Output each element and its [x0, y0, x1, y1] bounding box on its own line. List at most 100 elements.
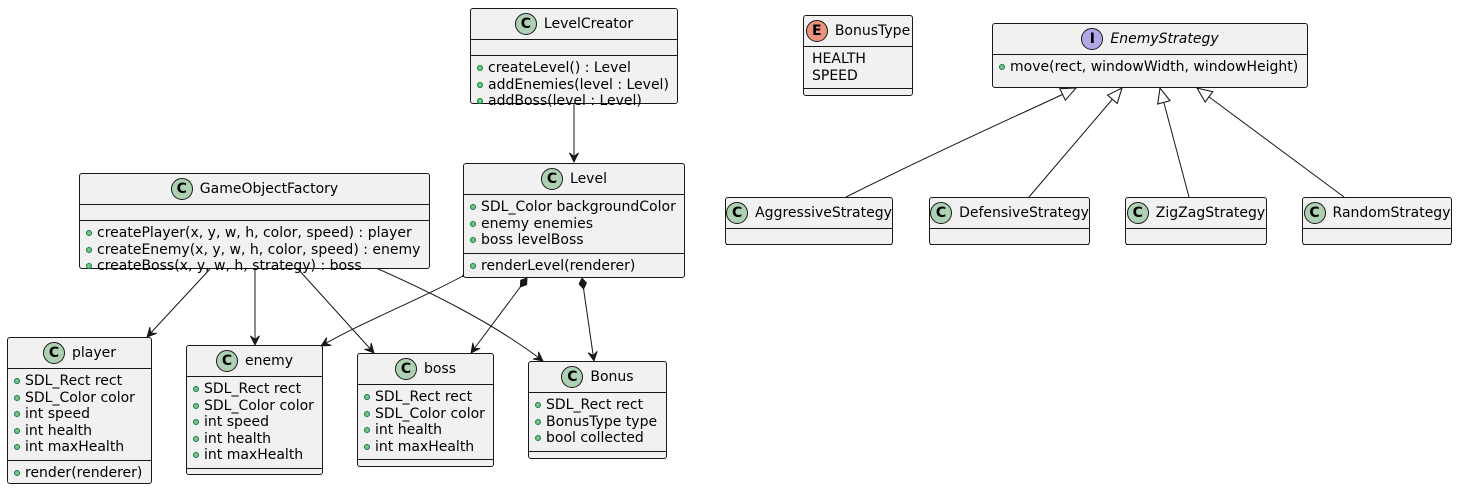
method-text: move(rect, windowWidth, windowHeight)	[1010, 59, 1299, 76]
methods-section	[1126, 245, 1266, 260]
class-header: C LevelCreator	[471, 9, 677, 40]
attribute-text: SDL_Rect rect	[375, 389, 473, 406]
class-name: RandomStrategy	[1332, 205, 1451, 221]
class-name: enemy	[244, 353, 294, 369]
public-visibility-icon	[364, 443, 370, 450]
edge-factory-bonus	[375, 267, 543, 361]
class-levelcreator[interactable]: C LevelCreator createLevel() : Level add…	[470, 8, 678, 109]
public-visibility-icon	[535, 402, 541, 409]
public-visibility-icon	[14, 394, 20, 401]
class-stereotype-icon: C	[541, 168, 564, 190]
edge-defensive-enemystrategy	[1028, 88, 1122, 198]
public-visibility-icon	[193, 419, 199, 426]
attributes-section	[930, 229, 1089, 245]
class-zigzagstrategy[interactable]: C ZigZagStrategy	[1125, 197, 1267, 245]
class-player[interactable]: C player SDL_Rect rect SDL_Color color i…	[7, 337, 152, 484]
attribute-row: int maxHealth	[193, 447, 318, 464]
class-stereotype-icon: C	[215, 350, 238, 372]
class-stereotype-icon: C	[726, 202, 749, 224]
method-text: createEnemy(x, y, w, h, color, speed) : …	[97, 241, 421, 258]
methods-section	[187, 469, 322, 484]
attribute-text: int maxHealth	[25, 439, 125, 456]
edge-random-enemystrategy	[1197, 88, 1345, 198]
class-name: boss	[423, 361, 457, 377]
attribute-text: int speed	[204, 414, 269, 431]
attribute-text: enemy enemies	[481, 215, 594, 232]
public-visibility-icon	[193, 402, 199, 409]
attribute-row: int speed	[14, 406, 147, 423]
class-name: BonusType	[834, 23, 911, 39]
public-visibility-icon	[14, 444, 20, 451]
attribute-text: int maxHealth	[204, 447, 304, 464]
attributes-section: SDL_Rect rect SDL_Color color int speed …	[187, 377, 322, 469]
class-stereotype-icon: C	[930, 202, 953, 224]
attribute-text: bool collected	[546, 430, 644, 447]
public-visibility-icon	[193, 435, 199, 442]
public-visibility-icon	[477, 98, 483, 105]
class-bonus[interactable]: C Bonus SDL_Rect rect BonusType type boo…	[528, 361, 667, 459]
class-gameobjectfactory[interactable]: C GameObjectFactory createPlayer(x, y, w…	[79, 173, 430, 274]
method-text: createPlayer(x, y, w, h, color, speed) :…	[97, 225, 412, 242]
enum-value: SPEED	[812, 67, 858, 84]
attribute-text: int health	[375, 422, 443, 439]
public-visibility-icon	[86, 246, 92, 253]
class-name: Bonus	[590, 369, 634, 385]
class-boss[interactable]: C boss SDL_Rect rect SDL_Color color int…	[357, 353, 494, 467]
attribute-row: int maxHealth	[364, 439, 489, 456]
method-row: move(rect, windowWidth, windowHeight)	[999, 59, 1303, 76]
public-visibility-icon	[14, 411, 20, 418]
class-header: C player	[8, 338, 151, 369]
class-name: Level	[570, 171, 607, 187]
attribute-row: SDL_Rect rect	[364, 389, 489, 406]
attributes-section	[1126, 229, 1266, 245]
attribute-text: int health	[204, 430, 272, 447]
methods-section	[358, 460, 493, 475]
attribute-text: BonusType type	[546, 413, 658, 430]
methods-section	[726, 245, 892, 260]
edge-factory-boss	[297, 268, 374, 353]
attributes-section	[80, 205, 429, 221]
methods-section	[1303, 245, 1451, 260]
methods-section: move(rect, windowWidth, windowHeight)	[993, 55, 1307, 80]
edge-zigzag-enemystrategy	[1160, 88, 1190, 198]
attribute-row: SDL_Color color	[193, 398, 318, 415]
public-visibility-icon	[14, 469, 20, 476]
class-level[interactable]: C Level SDL_Color backgroundColor enemy …	[463, 163, 685, 278]
attribute-text: SDL_Color backgroundColor	[481, 199, 676, 216]
public-visibility-icon	[364, 427, 370, 434]
attribute-text: int health	[25, 422, 93, 439]
method-row: render(renderer)	[14, 465, 147, 482]
public-visibility-icon	[364, 410, 370, 417]
attributes-section	[1303, 229, 1451, 245]
class-header: E BonusType	[804, 16, 912, 47]
public-visibility-icon	[86, 263, 92, 270]
edge-level-enemy	[321, 271, 472, 346]
method-row: createEnemy(x, y, w, h, color, speed) : …	[86, 242, 425, 259]
methods-section	[930, 245, 1089, 260]
class-enemy[interactable]: C enemy SDL_Rect rect SDL_Color color in…	[186, 345, 323, 475]
public-visibility-icon	[470, 262, 476, 269]
interface-enemystrategy[interactable]: I EnemyStrategy move(rect, windowWidth, …	[992, 23, 1308, 88]
attribute-text: SDL_Rect rect	[204, 381, 302, 398]
class-aggressivestrategy[interactable]: C AggressiveStrategy	[725, 197, 893, 245]
class-stereotype-icon: C	[514, 13, 537, 35]
class-defensivestrategy[interactable]: C DefensiveStrategy	[929, 197, 1090, 245]
methods-section: createLevel() : Level addEnemies(level :…	[471, 56, 677, 114]
class-name: GameObjectFactory	[199, 181, 339, 197]
attributes-section: SDL_Rect rect SDL_Color color int health…	[358, 385, 493, 460]
public-visibility-icon	[477, 65, 483, 72]
public-visibility-icon	[364, 394, 370, 401]
attributes-section: SDL_Rect rect BonusType type bool collec…	[529, 393, 666, 452]
class-name: player	[71, 345, 116, 361]
method-row: createLevel() : Level	[477, 60, 673, 77]
attribute-row: int maxHealth	[14, 439, 147, 456]
attribute-text: SDL_Color color	[25, 389, 135, 406]
attribute-row: SDL_Color backgroundColor	[470, 199, 680, 216]
class-stereotype-icon: C	[42, 342, 65, 364]
public-visibility-icon	[999, 64, 1005, 71]
enum-value: HEALTH	[812, 51, 866, 68]
public-visibility-icon	[470, 237, 476, 244]
method-row: addEnemies(level : Level)	[477, 77, 673, 94]
enum-bonustype[interactable]: E BonusType HEALTH SPEED	[803, 15, 913, 96]
class-randomstrategy[interactable]: C RandomStrategy	[1302, 197, 1452, 245]
